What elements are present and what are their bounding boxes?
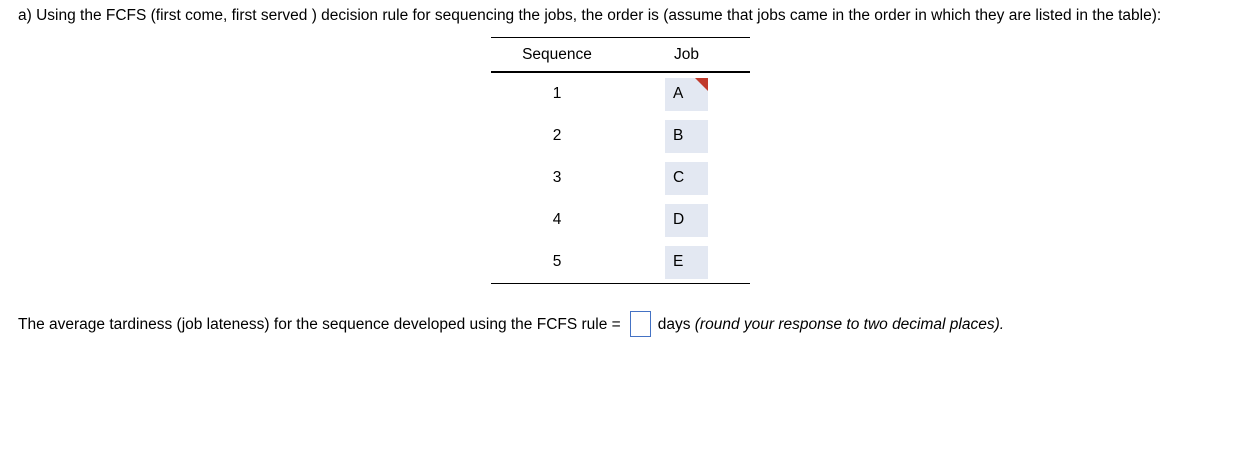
- sequence-cell: 1: [552, 85, 562, 102]
- job-answer-box[interactable]: D: [665, 203, 708, 237]
- table-header-rule: [491, 71, 750, 73]
- table-header-row: Sequence Job: [491, 38, 750, 71]
- job-label: B: [673, 127, 684, 144]
- table-row: 3 C: [491, 157, 750, 199]
- question-text: a) Using the FCFS (first come, first ser…: [18, 7, 1162, 24]
- sequence-cell: 3: [552, 169, 562, 186]
- header-job: Job: [674, 45, 699, 63]
- job-label: E: [673, 253, 684, 270]
- answer-units: days: [657, 316, 691, 334]
- header-sequence: Sequence: [522, 45, 592, 63]
- job-answer-box[interactable]: B: [665, 119, 708, 153]
- answer-input[interactable]: [629, 311, 651, 337]
- job-label: A: [673, 85, 684, 102]
- rounding-note: (round your response to two decimal plac…: [694, 316, 1005, 334]
- table-row: 5 E: [491, 241, 750, 283]
- sequence-cell: 4: [552, 211, 562, 228]
- table-bottom-rule: [491, 283, 750, 284]
- red-corner-flag-icon: [695, 77, 708, 91]
- sequence-cell: 2: [552, 127, 562, 144]
- job-answer-box[interactable]: A: [665, 77, 708, 111]
- table-row: 4 D: [491, 199, 750, 241]
- job-answer-box[interactable]: C: [665, 161, 708, 195]
- table-row: 2 B: [491, 115, 750, 157]
- sequence-table: Sequence Job 1 A 2 B 3 C 4: [491, 37, 750, 284]
- table-top-rule: [491, 37, 750, 38]
- job-answer-box[interactable]: E: [665, 245, 708, 279]
- job-label: C: [673, 169, 685, 186]
- answer-text: The average tardiness (job lateness) for…: [18, 316, 621, 334]
- job-label: D: [673, 211, 685, 228]
- answer-sentence: The average tardiness (job lateness) for…: [18, 311, 1140, 339]
- table-row: 1 A: [491, 73, 750, 115]
- sequence-cell: 5: [552, 253, 562, 270]
